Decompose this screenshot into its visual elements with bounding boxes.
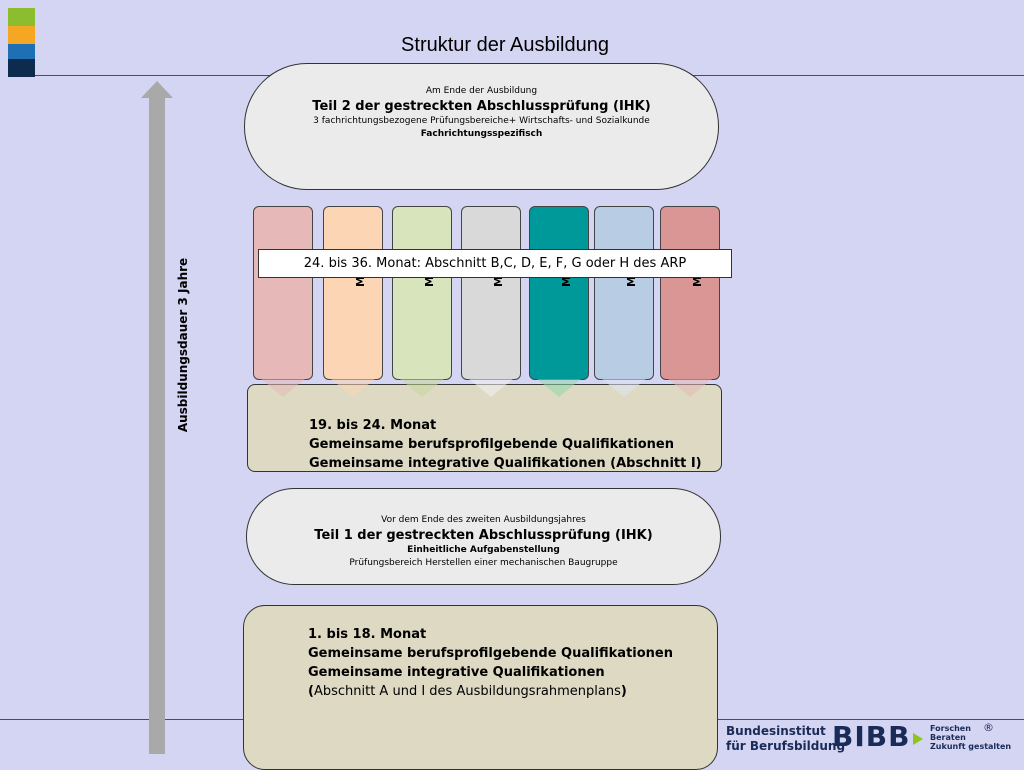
specialization-column-1: [253, 206, 313, 380]
exam-part-1-title: Teil 1 der gestreckten Abschlussprüfung …: [314, 528, 653, 543]
color-square-orange: [8, 26, 35, 44]
exam-part-1-timing: Vor dem Ende des zweiten Ausbildungsjahr…: [381, 515, 586, 525]
registered-mark: ®: [983, 721, 994, 734]
column-pointer-1: [261, 379, 305, 397]
specialization-column-7: Mona: [660, 206, 720, 380]
specialization-column-4: Mona: [461, 206, 521, 380]
specialization-column-3: Mona: [392, 206, 452, 380]
exam-part-2-timing: Am Ende der Ausbildung: [425, 86, 538, 96]
specialization-banner: 24. bis 36. Monat: Abschnitt B,C, D, E, …: [258, 249, 732, 278]
duration-label: Ausbildungsdauer 3 Jahre: [176, 257, 191, 433]
exam-part-2-areas: 3 fachrichtungsbezogene Prüfungsbereiche…: [313, 116, 650, 126]
specialization-column-6: Mona: [594, 206, 654, 380]
exam-part-2-title: Teil 2 der gestreckten Abschlussprüfung …: [312, 99, 651, 114]
phase-1-18-qual-1: Gemeinsame berufsprofilgebende Qualifika…: [308, 646, 674, 661]
phase-19-24-qual-1: Gemeinsame berufsprofilgebende Qualifika…: [309, 437, 675, 452]
exam-part-1-task: Einheitliche Aufgabenstellung: [407, 545, 560, 555]
bibb-logo: BIBB: [832, 720, 911, 753]
column-pointer-4: [469, 379, 513, 397]
duration-arrow-head: [141, 81, 173, 98]
specialization-column-2: Mona: [323, 206, 383, 380]
column-pointer-2: [331, 379, 375, 397]
phase-1-18-qual-2: Gemeinsame integrative Qualifikationen: [308, 665, 605, 680]
institute-name: Bundesinstitut für Berufsbildung: [726, 724, 846, 753]
column-pointer-3: [400, 379, 444, 397]
phase-1-18-box: 1. bis 18. Monat Gemeinsame berufsprofil…: [243, 605, 718, 770]
column-pointer-7: [668, 379, 712, 397]
logo-tagline: Forschen Beraten Zukunft gestalten: [930, 724, 1012, 751]
logo-arrow-icon: [913, 733, 923, 745]
phase-19-24-qual-2: Gemeinsame integrative Qualifikationen (…: [309, 456, 702, 471]
specialization-column-5: Mona: [529, 206, 589, 380]
exam-part-2-specific: Fachrichtungsspezifisch: [420, 129, 543, 139]
duration-arrow-shaft: [149, 97, 165, 754]
exam-part-1-area: Prüfungsbereich Herstellen einer mechani…: [349, 558, 618, 568]
phase-19-24-box: 19. bis 24. Monat Gemeinsame berufsprofi…: [247, 384, 722, 472]
color-square-green: [8, 8, 35, 26]
column-pointer-5: [537, 379, 581, 397]
color-square-blue: [8, 44, 35, 62]
column-pointer-6: [602, 379, 646, 397]
phase-19-24-title: 19. bis 24. Monat: [309, 418, 437, 433]
page-title: Struktur der Ausbildung: [401, 34, 609, 56]
exam-part-2-box: Am Ende der Ausbildung Teil 2 der gestre…: [244, 63, 719, 190]
phase-1-18-title: 1. bis 18. Monat: [308, 627, 427, 642]
exam-part-1-box: Vor dem Ende des zweiten Ausbildungsjahr…: [246, 488, 721, 585]
phase-1-18-section: (Abschnitt A und I des Ausbildungsrahmen…: [308, 684, 627, 699]
color-square-navy: [8, 59, 35, 77]
